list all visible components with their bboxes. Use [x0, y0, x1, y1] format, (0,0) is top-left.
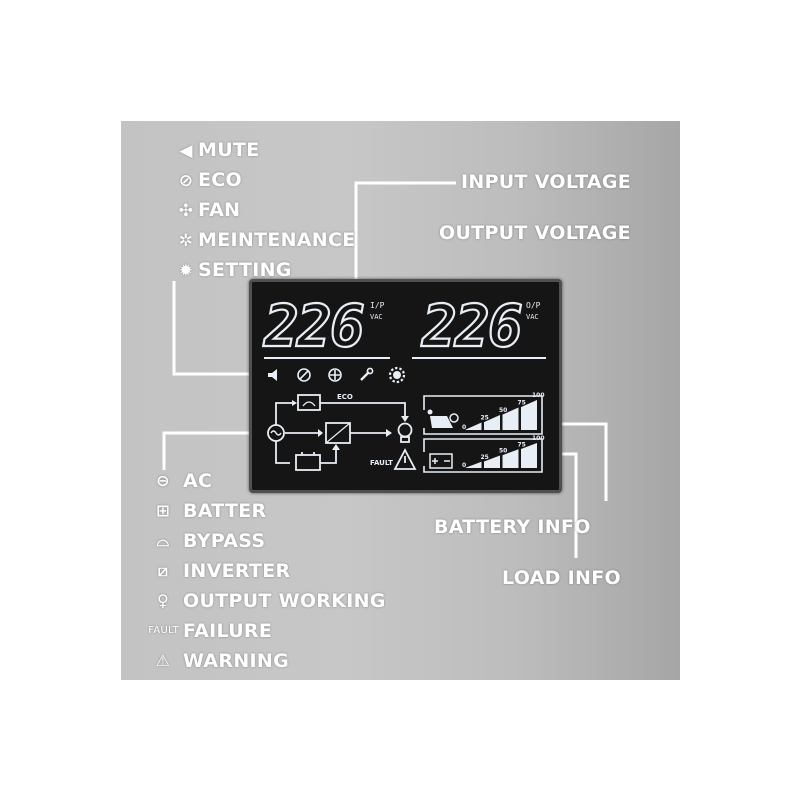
- battery-icon: ⊞: [156, 501, 170, 520]
- battery-level-icon: [429, 453, 453, 469]
- lcd-warning-icon: [393, 448, 417, 470]
- warning-icon: ⚠: [155, 651, 171, 670]
- lcd-mute-icon: [268, 369, 277, 381]
- bypass-icon: ⌓: [156, 531, 170, 550]
- lcd-graphics: 226 I/P VAC 226 O/P VAC: [262, 291, 546, 473]
- indicator-eco: ⊘ECO: [176, 167, 242, 193]
- legend-battery: ⊞BATTER: [156, 498, 266, 524]
- callout-load-info: LOAD INFO: [502, 567, 621, 589]
- indicator-maintenance: ✲MEINTENANCE: [176, 227, 356, 253]
- load-ramp-tick-label: 100: [532, 435, 545, 442]
- legend-warning: ⚠WARNING: [156, 648, 289, 674]
- power-flow-diagram: [267, 394, 417, 471]
- input-unit-top: I/P: [370, 301, 385, 310]
- callout-output-voltage: OUTPUT VOLTAGE: [439, 222, 631, 244]
- line-legend: [162, 431, 249, 470]
- mute-icon: ◀: [179, 141, 193, 161]
- eco-icon: ⊘: [178, 171, 194, 191]
- indicator-fan: ✣FAN: [176, 197, 240, 223]
- maintenance-icon: ✲: [178, 231, 194, 251]
- inverter-icon: ⧄: [157, 561, 169, 580]
- load-ramp-segment: [465, 461, 482, 468]
- info-frames: [423, 395, 543, 473]
- line-input-voltage: [354, 181, 456, 303]
- legend-bypass: ⌓BYPASS: [157, 528, 266, 554]
- legend-ac: ⊖AC: [156, 468, 212, 494]
- load-ramp-segment: [521, 443, 537, 468]
- lcd-eco-icon: [297, 368, 311, 382]
- status-icon-row: [268, 366, 406, 384]
- input-unit-bottom: VAC: [370, 313, 383, 321]
- battery-ramp-segment: [521, 400, 537, 430]
- battery-ramp-segment: [502, 407, 519, 430]
- load-ramp-tick-label: 50: [499, 448, 507, 455]
- lcd-fan-icon: [328, 368, 342, 382]
- battery-ramp-tick-label: 25: [481, 415, 489, 422]
- fan-icon: ✣: [178, 201, 194, 221]
- indicator-setting: ✹SETTING: [176, 257, 292, 283]
- lcd-eco-label: ECO: [337, 393, 353, 401]
- setting-icon: ✹: [178, 261, 194, 281]
- ac-icon: ⊖: [156, 471, 170, 490]
- callout-battery-info: BATTERY INFO: [434, 516, 591, 538]
- output-unit-bottom: VAC: [526, 313, 539, 321]
- output-unit-top: O/P: [526, 301, 541, 310]
- callout-input-voltage: INPUT VOLTAGE: [461, 171, 632, 193]
- lcd-bulb-icon: [397, 422, 413, 443]
- ups-display-diagram: ◀MUTE ⊘ECO ✣FAN ✲MEINTENANCE ✹SETTING IN…: [121, 121, 680, 680]
- lcd-maintenance-icon: [360, 367, 374, 381]
- battery-ramp-segment: [484, 415, 500, 430]
- legend-inverter: ⧄INVERTER: [158, 558, 290, 584]
- load-ramp-segment: [484, 455, 500, 468]
- input-voltage-value: 226: [263, 292, 364, 360]
- load-icon: [427, 409, 459, 428]
- line-top-indicators: [172, 281, 249, 376]
- battery-ramp-tick-label: 100: [532, 392, 545, 399]
- lcd-setting-icon: [388, 366, 406, 384]
- load-ramp-tick-label: 0: [462, 462, 466, 469]
- battery-info-frame: [423, 395, 543, 435]
- load-ramp-segment: [502, 449, 519, 468]
- battery-ramp-segment: [465, 422, 482, 430]
- load-info-frame: [423, 438, 543, 473]
- load-ramp-tick-label: 75: [518, 441, 526, 448]
- load-ramp-tick-label: 25: [481, 454, 489, 461]
- lcd-screen: 226 I/P VAC 226 O/P VAC: [249, 279, 562, 493]
- legend-output-working: ♀OUTPUT WORKING: [157, 588, 386, 614]
- lcd-battery-icon: [295, 454, 321, 471]
- battery-ramp-tick-label: 50: [499, 407, 507, 414]
- lcd-fault-label: FAULT: [370, 459, 393, 467]
- battery-ramp-tick-label: 75: [518, 400, 526, 407]
- battery-ramp-tick-label: 0: [462, 424, 466, 431]
- bulb-icon: ♀: [156, 591, 170, 610]
- indicator-mute: ◀MUTE: [176, 137, 259, 163]
- fault-icon: FAULT: [148, 625, 179, 636]
- output-voltage-value: 226: [421, 292, 522, 360]
